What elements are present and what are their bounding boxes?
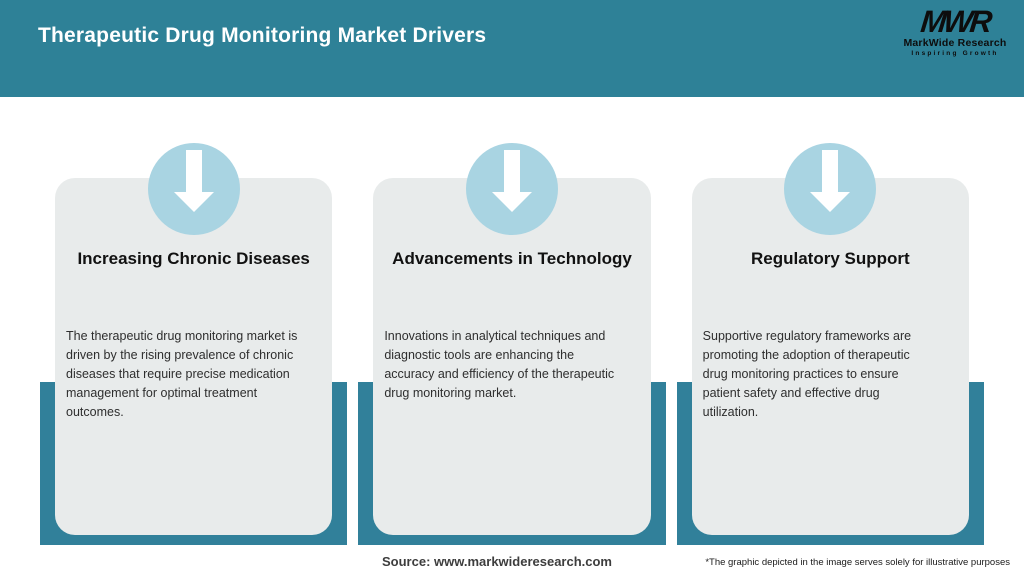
card-body-text: Supportive regulatory frameworks are pro…: [702, 329, 912, 419]
driver-cards-row: Increasing Chronic Diseases The therapeu…: [40, 143, 984, 545]
page-title: Therapeutic Drug Monitoring Market Drive…: [38, 24, 487, 47]
down-arrow-icon: [810, 150, 851, 212]
driver-card-unit-1: Increasing Chronic Diseases The therapeu…: [40, 143, 348, 545]
arrow-circle-badge: [784, 143, 877, 235]
card-body-text: Innovations in analytical techniques and…: [384, 329, 615, 400]
card-title: Advancements in Technology: [392, 249, 632, 268]
card-body-text: The therapeutic drug monitoring market i…: [66, 329, 298, 419]
disclaimer-note: *The graphic depicted in the image serve…: [705, 557, 1010, 568]
down-arrow-icon: [491, 150, 532, 212]
arrow-circle-badge: [147, 143, 240, 235]
card-title: Regulatory Support: [750, 249, 910, 268]
driver-card-unit-3: Regulatory Support Supportive regulatory…: [676, 143, 984, 545]
header-bar: Therapeutic Drug Monitoring Market Drive…: [0, 0, 1024, 97]
logo-monogram: MWR: [918, 4, 992, 39]
card-title: Increasing Chronic Diseases: [77, 249, 310, 268]
driver-card: Regulatory Support Supportive regulatory…: [691, 178, 969, 535]
markwide-research-logo: MWR MarkWide Research Inspiring Growth: [900, 4, 1010, 58]
arrow-circle-badge: [465, 143, 558, 235]
logo-name: MarkWide Research: [903, 37, 1007, 49]
driver-card-unit-2: Advancements in Technology Innovations i…: [358, 143, 666, 545]
driver-card: Increasing Chronic Diseases The therapeu…: [55, 178, 333, 535]
down-arrow-icon: [173, 150, 214, 212]
logo-tagline: Inspiring Growth: [911, 50, 999, 57]
source-credit: Source: www.markwideresearch.com: [381, 554, 613, 569]
driver-card: Advancements in Technology Innovations i…: [373, 178, 651, 535]
